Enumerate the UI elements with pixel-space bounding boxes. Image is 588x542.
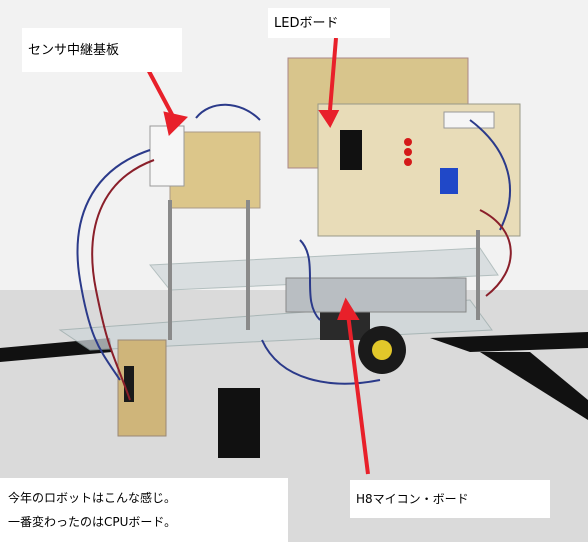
arrow-h8 (346, 313, 370, 475)
caption-line-2: 一番変わったのはCPUボード。 (8, 515, 177, 529)
floor-tape-right (430, 332, 588, 352)
caption-line-1: 今年のロボットはこんな感じ。 (8, 491, 177, 505)
connector-top-right (443, 111, 495, 129)
sensor-board-label: センサ中継基板 (22, 28, 182, 72)
led-board-label: LEDボード (268, 8, 390, 38)
caption-box: 今年のロボットはこんな感じ。 一番変わったのはCPUボード。 (0, 478, 288, 542)
side-board-chip (124, 366, 134, 402)
arrow-led (328, 37, 338, 111)
floor-tape-patch (218, 388, 260, 458)
wheel-hub (372, 340, 392, 360)
red-leds (404, 138, 412, 166)
sensor-connector (149, 125, 185, 187)
h8-board-label: H8マイコン・ボード (350, 480, 550, 518)
blue-component (440, 168, 458, 194)
sensor-relay-board (169, 131, 261, 209)
arrow-sensor (142, 61, 178, 123)
acrylic-plate-upper (149, 247, 499, 291)
floor-tape-diagonal (480, 352, 588, 420)
standoff-posts (168, 200, 480, 340)
ic-chip (340, 130, 362, 170)
h8-bracket (285, 277, 467, 313)
wire-bundle (76, 103, 512, 401)
annotation-arrows (142, 37, 370, 475)
